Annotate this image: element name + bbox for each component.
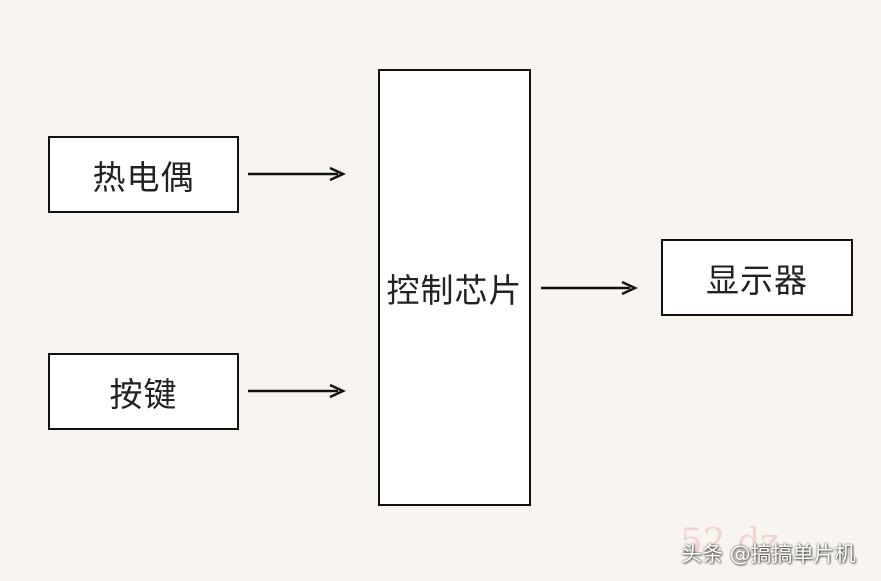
control-chip-block: 控制芯片 [378, 69, 531, 506]
button-block: 按键 [48, 353, 239, 430]
faint-watermark: 52 dz [680, 522, 780, 563]
thermocouple-block: 热电偶 [48, 136, 239, 213]
arrow-thermocouple-to-chip [248, 166, 346, 182]
display-label: 显示器 [706, 260, 808, 300]
arrow-button-to-chip [248, 383, 346, 399]
button-label: 按键 [109, 374, 178, 414]
control-chip-label: 控制芯片 [386, 270, 523, 310]
display-block: 显示器 [661, 239, 853, 316]
source-watermark: 头条 @搞搞单片机 [681, 542, 856, 566]
thermocouple-label: 热电偶 [92, 157, 195, 197]
arrow-chip-to-display [541, 280, 638, 296]
